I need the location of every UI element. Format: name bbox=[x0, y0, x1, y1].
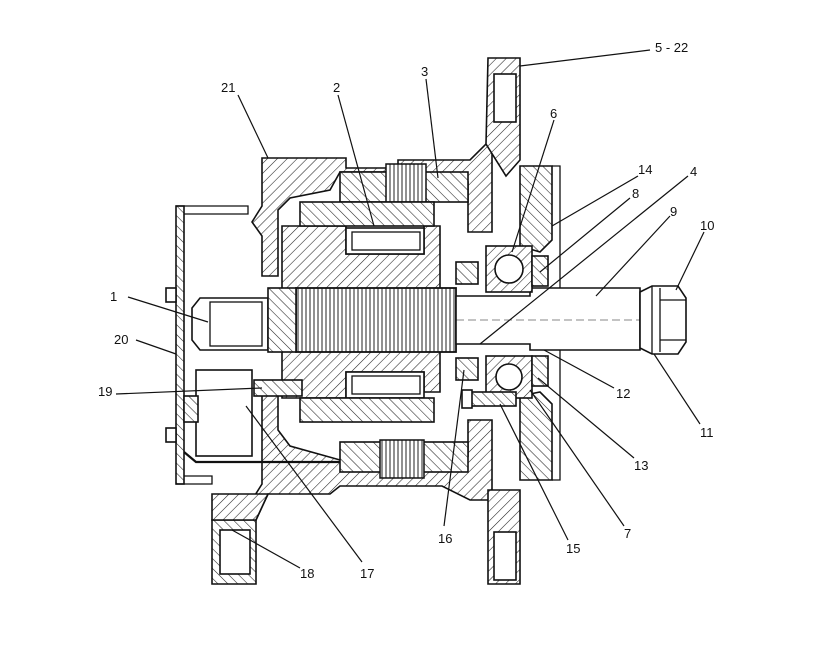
leader-11 bbox=[653, 353, 701, 425]
leader-lines bbox=[115, 49, 705, 569]
leader-17 bbox=[245, 405, 363, 563]
callout-labels: 1 2 3 4 5 - 22 6 7 8 9 10 11 12 13 14 15… bbox=[98, 40, 714, 581]
callout-15: 15 bbox=[566, 541, 580, 556]
callout-16: 16 bbox=[438, 531, 452, 546]
callout-21: 21 bbox=[221, 80, 235, 95]
leader-6 bbox=[511, 119, 555, 253]
leader-13 bbox=[537, 377, 635, 459]
front-bearing bbox=[455, 245, 549, 399]
callout-7: 7 bbox=[624, 526, 631, 541]
screw-15 bbox=[461, 389, 517, 409]
leader-5-22 bbox=[519, 49, 651, 67]
callout-8: 8 bbox=[632, 186, 639, 201]
leader-3 bbox=[425, 78, 439, 179]
leader-10 bbox=[675, 231, 705, 291]
callout-1: 1 bbox=[110, 289, 117, 304]
end-bushing bbox=[191, 287, 297, 353]
leader-16 bbox=[443, 369, 465, 527]
shaft bbox=[295, 287, 641, 353]
leader-14 bbox=[551, 175, 639, 227]
hub-nut bbox=[639, 285, 687, 355]
callout-6: 6 bbox=[550, 106, 557, 121]
rear-cover bbox=[165, 205, 249, 485]
leader-20 bbox=[135, 339, 177, 355]
callout-11: 11 bbox=[700, 425, 714, 440]
leader-7 bbox=[529, 389, 625, 527]
leader-15 bbox=[499, 403, 569, 541]
leader-12 bbox=[543, 349, 615, 389]
callout-9: 9 bbox=[670, 204, 677, 219]
callout-10: 10 bbox=[700, 218, 714, 233]
callout-20: 20 bbox=[114, 332, 128, 347]
terminal-block bbox=[183, 369, 340, 464]
leader-19 bbox=[115, 387, 263, 395]
callout-18: 18 bbox=[300, 566, 314, 581]
callout-19: 19 bbox=[98, 384, 112, 399]
leader-9 bbox=[595, 215, 671, 297]
leader-2 bbox=[337, 94, 375, 227]
callout-3: 3 bbox=[421, 64, 428, 79]
stator-ring bbox=[339, 163, 469, 479]
callout-5-22: 5 - 22 bbox=[655, 40, 688, 55]
callout-17: 17 bbox=[360, 566, 374, 581]
leader-8 bbox=[539, 197, 631, 273]
leader-1 bbox=[127, 296, 209, 323]
leader-18 bbox=[231, 529, 301, 569]
callout-13: 13 bbox=[634, 458, 648, 473]
callout-14: 14 bbox=[638, 162, 652, 177]
front-flange bbox=[485, 57, 561, 585]
leader-21 bbox=[237, 94, 269, 159]
callout-4: 4 bbox=[690, 164, 697, 179]
callout-12: 12 bbox=[616, 386, 630, 401]
leader-4 bbox=[479, 175, 689, 345]
callout-2: 2 bbox=[333, 80, 340, 95]
